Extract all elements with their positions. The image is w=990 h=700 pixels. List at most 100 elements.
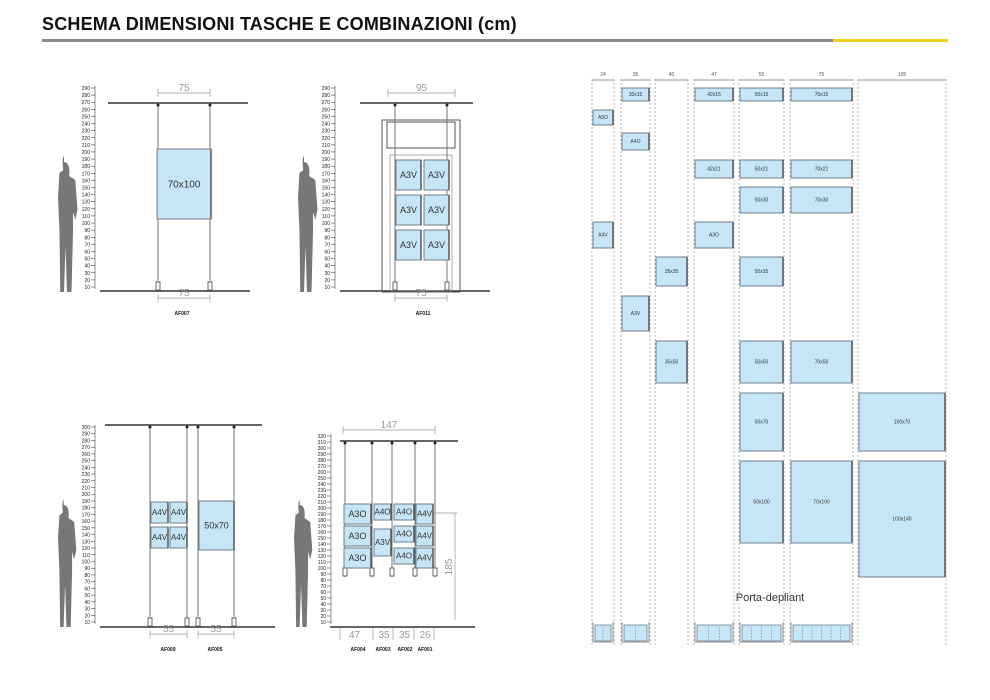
scale-tick-label: 70 xyxy=(320,584,326,590)
scale-tick-label: 110 xyxy=(82,553,90,559)
scale-tick-label: 270 xyxy=(82,100,91,106)
scale-tick-label: 70 xyxy=(84,580,90,586)
scale-tick-label: 40 xyxy=(84,264,90,270)
bottom-dimension: 55 xyxy=(210,624,222,635)
panel-label: 50x35 xyxy=(755,269,769,275)
scale-tick-label: 240 xyxy=(82,465,91,471)
panel-label: A4O xyxy=(396,508,412,517)
scale-tick-label: 150 xyxy=(322,186,331,192)
scale-tick-label: 10 xyxy=(84,285,90,291)
title-rule xyxy=(42,39,833,42)
model-code: AF004 xyxy=(350,647,365,653)
panel-label: A3V xyxy=(428,170,445,180)
scale-tick-label: 170 xyxy=(82,512,91,518)
scale-tick-label: 120 xyxy=(318,554,327,560)
pocket-100x140 xyxy=(858,460,946,578)
floor-anchor xyxy=(342,567,348,577)
panel-label: 70x15 xyxy=(815,92,829,98)
scale-tick-label: 250 xyxy=(322,114,331,120)
panel-label: 30x15 xyxy=(629,92,643,98)
panel-label: 50x30 xyxy=(755,198,769,204)
column-width-label: 35 xyxy=(633,72,639,78)
floor-anchor xyxy=(195,617,201,627)
scale-tick-label: 270 xyxy=(318,464,327,470)
pocket-100x70 xyxy=(858,392,946,452)
height-dimension: 185 xyxy=(444,558,455,575)
panel-label: A3V xyxy=(400,170,417,180)
panel-label: A4V xyxy=(598,233,608,239)
scale-tick-label: 150 xyxy=(82,186,91,192)
scale-tick-label: 210 xyxy=(318,500,327,506)
depliant-holder xyxy=(694,622,734,643)
panel-label: A4O xyxy=(396,552,412,561)
floor-anchor xyxy=(207,281,213,291)
pocket-a3v xyxy=(423,194,450,226)
scale-tick-label: 100 xyxy=(82,559,91,565)
panel-label: A3O xyxy=(348,553,366,563)
scale-tick-label: 40 xyxy=(320,602,326,608)
ceiling-anchor xyxy=(433,441,437,445)
panel-label: 35x50 xyxy=(665,360,679,366)
scale-tick-label: 130 xyxy=(82,539,91,545)
scale-tick-label: 160 xyxy=(318,530,327,536)
scale-tick-label: 60 xyxy=(84,586,90,592)
header-box xyxy=(386,121,456,149)
scale-tick-label: 240 xyxy=(322,122,331,128)
panel-label: A3O xyxy=(709,233,719,239)
model-code: AF011 xyxy=(416,311,431,317)
panel-label: 70x30 xyxy=(815,198,829,204)
panel-label: A4V xyxy=(417,554,433,563)
bottom-dimension: 75 xyxy=(178,288,190,299)
model-code: AF009 xyxy=(160,647,175,653)
depliant-holder xyxy=(790,622,853,643)
scale-tick-label: 250 xyxy=(82,114,91,120)
panel-label: A4O xyxy=(374,508,390,517)
pocket-70x50 xyxy=(790,340,853,384)
scale-tick-label: 20 xyxy=(84,278,90,284)
scale-tick-label: 140 xyxy=(318,542,327,548)
column-width-label: 40 xyxy=(669,72,675,78)
scale-tick-label: 130 xyxy=(318,548,327,554)
page-title: SCHEMA DIMENSIONI TASCHE E COMBINAZIONI … xyxy=(42,14,517,34)
scale-tick-label: 60 xyxy=(320,590,326,596)
scale-tick-label: 170 xyxy=(82,171,91,177)
scale-tick-label: 260 xyxy=(322,107,331,113)
column-width-label: 55 xyxy=(759,72,765,78)
column-width-label: 24 xyxy=(600,72,606,78)
bottom-dimension: 47 xyxy=(349,630,361,641)
scale-tick-label: 160 xyxy=(82,178,91,184)
panel-label: A4O xyxy=(630,139,640,145)
pocket-50x35 xyxy=(739,256,784,287)
scale-tick-label: 230 xyxy=(82,129,91,135)
bottom-dimension: 35 xyxy=(378,630,390,641)
scale-tick-label: 140 xyxy=(82,193,91,199)
top-dimension: 95 xyxy=(416,83,428,94)
scale-tick-label: 200 xyxy=(318,506,327,512)
scale-tick-label: 50 xyxy=(84,257,90,263)
ceiling-anchor xyxy=(370,441,374,445)
panel-label: 50x21 xyxy=(755,167,769,173)
scale-tick-label: 220 xyxy=(82,136,91,142)
panel-label: 70x100 xyxy=(813,500,830,506)
scale-tick-label: 50 xyxy=(324,257,330,263)
scale-tick-label: 150 xyxy=(82,526,91,532)
scale-tick-label: 70 xyxy=(84,242,90,248)
scale-tick-label: 80 xyxy=(84,573,90,579)
scale-tick-label: 80 xyxy=(84,235,90,241)
floor-anchor xyxy=(184,617,190,627)
scale-tick-label: 290 xyxy=(322,86,331,92)
ceiling-anchor xyxy=(208,103,212,107)
floor-anchor xyxy=(369,567,375,577)
panel-label: 50x100 xyxy=(753,500,770,506)
scale-tick-label: 160 xyxy=(82,519,91,525)
display-frame xyxy=(381,119,461,293)
pocket-70x100 xyxy=(790,460,853,544)
scale-tick-label: 220 xyxy=(318,494,327,500)
panel-label: A3V xyxy=(400,240,417,250)
panel-label: A3V xyxy=(631,311,641,317)
scale-tick-label: 80 xyxy=(324,235,330,241)
scale-tick-label: 230 xyxy=(82,472,91,478)
scale-tick-label: 190 xyxy=(82,157,91,163)
scale-tick-label: 210 xyxy=(322,143,331,149)
